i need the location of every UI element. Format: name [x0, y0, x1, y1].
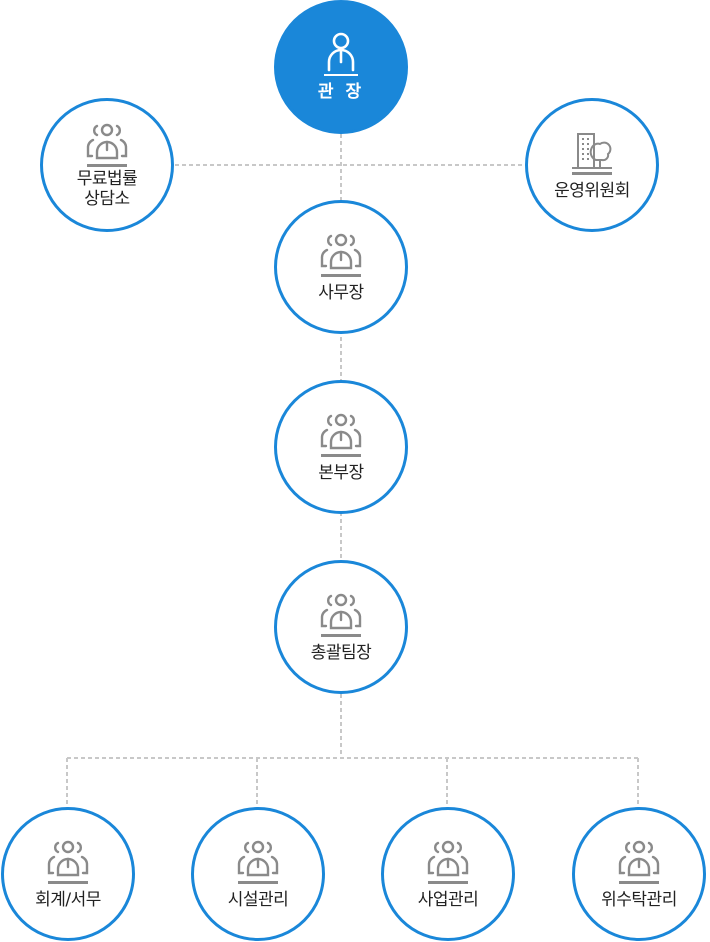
node-legal-counsel[interactable]: 무료법률 상담소: [40, 98, 174, 232]
node-label: 위수탁관리: [601, 889, 677, 910]
node-label: 시설관리: [227, 889, 289, 910]
node-label: 사업관리: [417, 889, 479, 910]
divider: [572, 171, 612, 175]
group-icon: [319, 412, 363, 452]
node-team-business[interactable]: 사업관리: [381, 807, 515, 941]
node-label: 사무장: [318, 282, 364, 303]
divider: [324, 74, 358, 76]
divider: [238, 880, 278, 884]
divider: [619, 880, 659, 884]
divider: [87, 163, 127, 167]
node-label: 본부장: [318, 462, 364, 483]
node-team-facilities[interactable]: 시설관리: [191, 807, 325, 941]
node-team-consignment[interactable]: 위수탁관리: [572, 807, 706, 941]
group-icon: [46, 839, 90, 879]
group-icon: [319, 592, 363, 632]
node-division-head[interactable]: 본부장: [274, 380, 408, 514]
node-label: 관 장: [317, 82, 365, 102]
node-label-line1: 무료법률: [76, 168, 138, 189]
node-secretary-general[interactable]: 사무장: [274, 200, 408, 334]
group-icon: [426, 839, 470, 879]
divider: [48, 880, 88, 884]
node-label: 회계/서무: [35, 889, 101, 910]
person-icon: [319, 32, 363, 72]
node-general-team-leader[interactable]: 총괄팀장: [274, 560, 408, 694]
group-icon: [319, 232, 363, 272]
node-team-accounting[interactable]: 회계/서무: [1, 807, 135, 941]
divider: [321, 633, 361, 637]
node-label: 운영위원회: [554, 180, 630, 201]
group-icon: [617, 839, 661, 879]
divider: [321, 273, 361, 277]
group-icon: [236, 839, 280, 879]
node-label-line2: 상담소: [84, 188, 130, 209]
divider: [321, 453, 361, 457]
divider: [428, 880, 468, 884]
group-icon: [85, 122, 129, 162]
node-director[interactable]: 관 장: [274, 0, 408, 134]
node-label: 총괄팀장: [310, 642, 372, 663]
node-steering-committee[interactable]: 운영위원회: [525, 98, 659, 232]
building-tree-icon: [570, 130, 614, 170]
